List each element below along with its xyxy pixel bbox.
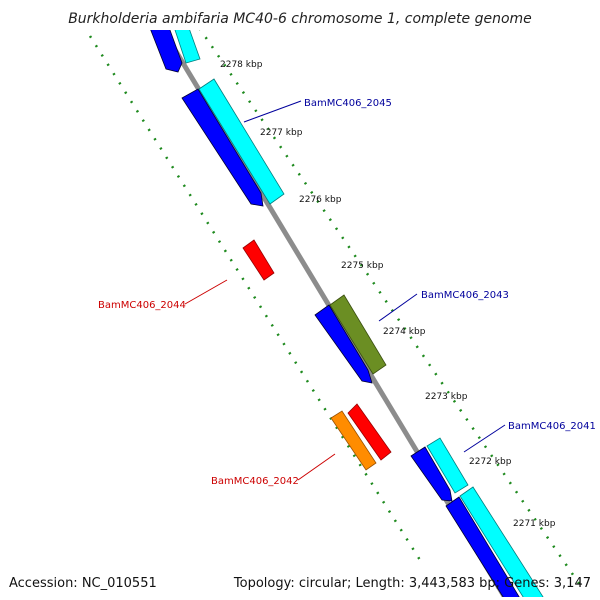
- forward-cds-arrow-2045: [198, 78, 285, 205]
- leader-line-2044: [184, 279, 228, 305]
- forward-cds-arrow-2041: [426, 437, 469, 494]
- map-title: Burkholderia ambifaria MC40-6 chromosome…: [68, 11, 532, 27]
- gene-partial-top: [150, 30, 201, 73]
- tick-label-2276: 2276 kbp: [299, 195, 342, 205]
- leader-line-2041: [463, 424, 506, 453]
- outer-dotted-track: [88, 35, 422, 561]
- reverse-cds-arrow-2041: [410, 446, 453, 502]
- reverse-cds-arrow-2043: [314, 304, 373, 384]
- gene-BamMC406_2044[interactable]: [242, 239, 275, 281]
- reverse-rna-arrow-2042-orange: [330, 410, 377, 471]
- gene-label-2042[interactable]: BamMC406_2042: [211, 476, 299, 487]
- leader-line-2043: [378, 293, 418, 322]
- tick-label-2278: 2278 kbp: [220, 60, 263, 70]
- tick-label-2275: 2275 kbp: [341, 261, 384, 271]
- gene-labels: BamMC406_2045 BamMC406_2044 BamMC406_204…: [98, 98, 596, 487]
- gene-label-2043[interactable]: BamMC406_2043: [421, 290, 509, 301]
- forward-cds-arrow-2043: [329, 294, 387, 375]
- reverse-cds-arrow-2045: [181, 88, 264, 207]
- tick-label-2274: 2274 kbp: [383, 327, 426, 337]
- tick-label-2277: 2277 kbp: [260, 128, 303, 138]
- reverse-rna-arrow-2042-red: [347, 403, 392, 461]
- genome-summary-label: Topology: circular; Length: 3,443,583 bp…: [233, 576, 591, 591]
- accession-label: Accession: NC_010551: [9, 576, 157, 591]
- gene-label-2045[interactable]: BamMC406_2045: [304, 98, 392, 109]
- gene-BamMC406_2043[interactable]: [314, 294, 387, 384]
- tick-label-2273: 2273 kbp: [425, 392, 468, 402]
- reverse-rna-arrow-2044: [242, 239, 275, 281]
- tick-labels: 2278 kbp 2277 kbp 2276 kbp 2275 kbp 2274…: [220, 60, 556, 529]
- reverse-cds-arrow-top: [150, 30, 183, 73]
- leader-line-2045: [243, 100, 302, 123]
- gene-partial-bottom: [445, 486, 544, 597]
- tick-label-2271: 2271 kbp: [513, 519, 556, 529]
- tick-label-2272: 2272 kbp: [469, 457, 512, 467]
- leader-line-2042: [297, 453, 336, 481]
- gene-label-2044[interactable]: BamMC406_2044: [98, 300, 186, 311]
- reverse-cds-arrow-bottom: [445, 496, 520, 597]
- forward-cds-arrow-bottom: [459, 486, 544, 597]
- gene-label-2041[interactable]: BamMC406_2041: [508, 421, 596, 432]
- inner-dotted-track: [199, 30, 582, 586]
- forward-cds-arrow-top: [174, 30, 201, 64]
- gene-BamMC406_2041[interactable]: [410, 437, 469, 502]
- gene-BamMC406_2045[interactable]: [181, 78, 285, 207]
- map-plot-area: [88, 30, 582, 597]
- gene-leader-lines: [184, 100, 506, 481]
- gene-BamMC406_2042[interactable]: [330, 403, 392, 471]
